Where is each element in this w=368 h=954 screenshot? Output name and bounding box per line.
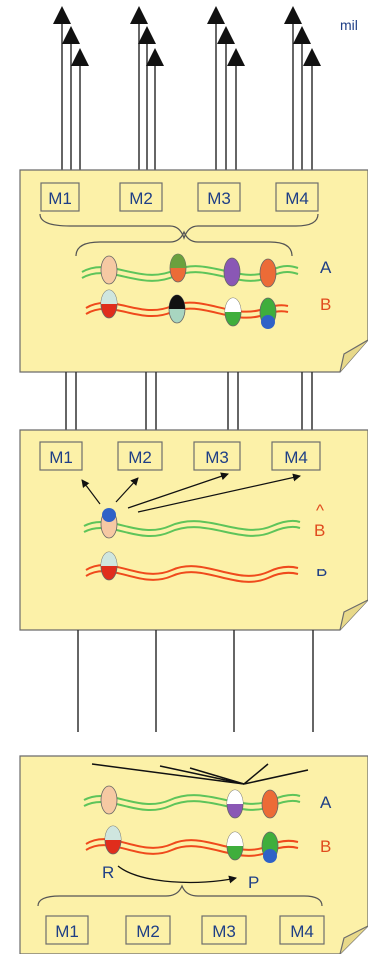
module-box-m3	[201, 915, 247, 945]
module-boxes-2: M1 M2 M3 M4	[39, 441, 321, 471]
marker-bead	[224, 297, 242, 327]
module-label-m4: M4	[284, 448, 308, 467]
module-label-m3: M3	[212, 922, 236, 941]
module-box-m2	[125, 915, 171, 945]
point-r-label: R	[102, 863, 114, 882]
upward-arrows	[53, 6, 321, 170]
strand-b-3	[85, 838, 299, 857]
note-2-fold	[339, 599, 368, 631]
module-label-m1: M1	[48, 189, 72, 208]
module-label-m2: M2	[136, 922, 160, 941]
connector-lines-2-3	[77, 630, 314, 732]
module-boxes-3: M1 M2 M3 M4	[45, 915, 325, 945]
brace-1b	[75, 230, 293, 257]
module-label-m2: M2	[128, 448, 152, 467]
module-box-m3	[193, 441, 241, 471]
module-label-m3: M3	[207, 189, 231, 208]
marker-bead	[104, 825, 122, 855]
r-to-p-arrow	[117, 865, 237, 884]
strand-a-3	[83, 793, 301, 811]
note-1-fold	[339, 339, 368, 373]
module-box-m1	[40, 182, 80, 212]
module-label-m2: M2	[129, 189, 153, 208]
sequence-b-label-1: B	[320, 295, 331, 314]
connector-lines-1-2	[65, 372, 313, 430]
marker-bead	[261, 789, 279, 819]
strand-a-2	[83, 519, 301, 537]
panel-1: M1 M2 M3 M4	[19, 169, 368, 373]
marker-bead	[259, 297, 277, 329]
module-box-m1	[39, 441, 83, 471]
marker-bead	[100, 551, 118, 581]
marker-bead	[100, 785, 118, 815]
brace-1	[39, 213, 319, 240]
marker-bead	[100, 289, 118, 319]
panel-2: M1 M2 M3 M4	[19, 429, 368, 631]
module-box-m2	[119, 182, 163, 212]
arrow-group-m3	[207, 6, 245, 170]
module-box-m4	[279, 915, 325, 945]
sequence-a-label-3: A	[320, 793, 332, 812]
marker-bead	[259, 258, 277, 288]
sequence-b-label-3: B	[320, 837, 331, 856]
marker-bead	[223, 257, 241, 287]
corner-label: mil	[340, 17, 358, 33]
b-partial-label: B	[316, 561, 327, 580]
b-hat-label: B	[314, 521, 325, 540]
module-box-m2	[117, 441, 163, 471]
marker-bead	[261, 831, 279, 863]
module-box-m4	[275, 182, 319, 212]
module-label-m4: M4	[290, 922, 314, 941]
marker-bead	[100, 255, 118, 285]
module-label-m4: M4	[285, 189, 309, 208]
strand-b-2	[85, 564, 299, 583]
module-box-m3	[197, 182, 241, 212]
arrow-group-m2	[130, 6, 164, 170]
influence-arrows	[81, 472, 301, 513]
arrow-group-m1	[53, 6, 89, 170]
point-p-label: P	[248, 873, 259, 892]
sequence-a-label-1: A	[320, 258, 332, 277]
marker-bead	[226, 831, 244, 861]
marker-bead	[226, 789, 244, 819]
marker-bead	[100, 508, 118, 539]
module-label-m1: M1	[49, 448, 73, 467]
module-boxes-1: M1 M2 M3 M4	[40, 182, 319, 212]
note-3-fold	[339, 925, 368, 954]
brace-3	[37, 884, 323, 907]
module-box-m1	[45, 915, 89, 945]
panel-3: A B R P M1 M2 M3 M4	[19, 755, 368, 954]
module-box-m4	[271, 441, 321, 471]
module-label-m3: M3	[205, 448, 229, 467]
marker-bead	[169, 253, 187, 283]
marker-bead	[168, 294, 186, 324]
arrow-group-m4	[284, 6, 321, 170]
converging-lines	[91, 763, 309, 785]
module-label-m1: M1	[55, 922, 79, 941]
strand-a-1	[81, 265, 299, 282]
b-hat-mark: ^	[316, 501, 324, 520]
